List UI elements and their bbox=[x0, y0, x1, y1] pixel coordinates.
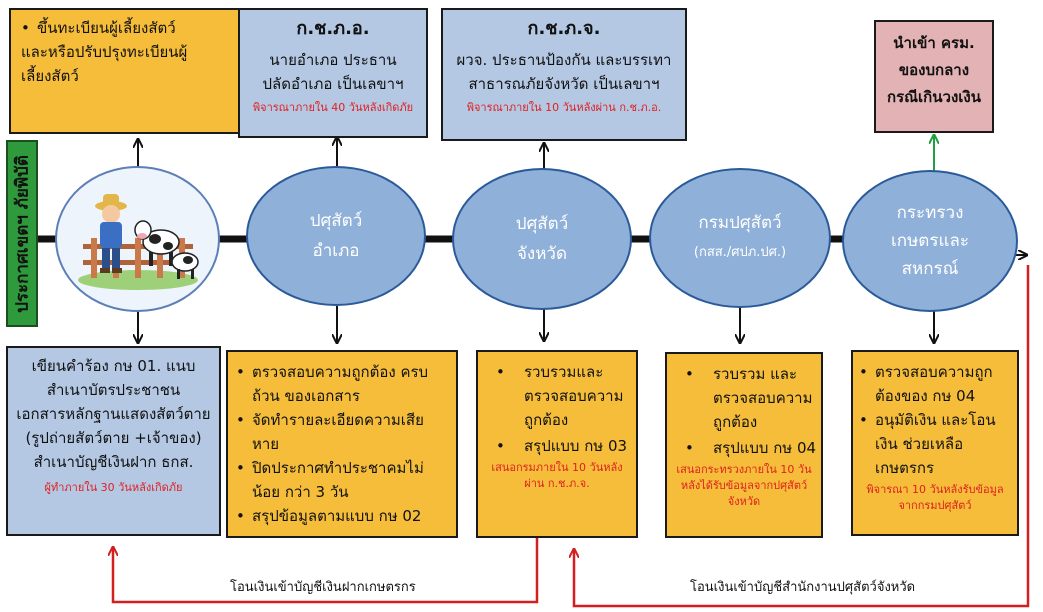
dld-collect-item: รวบรวม และ ตรวจสอบความ ถูกต้อง bbox=[671, 362, 817, 434]
ministry-check-item: ตรวจสอบความถูก ต้องของ กษ 04 bbox=[857, 360, 1013, 408]
dld-collect-note-3: จังหวัด bbox=[727, 495, 761, 508]
ministry-check-note-2: จากกรมปศุสัตว์ bbox=[898, 499, 972, 512]
register-line-1: ขึ้นทะเบียนผู้เลี้ยงสัตว์ bbox=[37, 19, 176, 37]
farmer-register-box: ขึ้นทะเบียนผู้เลี้ยงสัตว์ และหรือปรับปรุ… bbox=[9, 8, 242, 134]
dld-collect-item: สรุปแบบ กษ 04 bbox=[671, 436, 817, 460]
flow-to-province-office bbox=[574, 265, 1030, 608]
province-collect-note-2: ผ่าน ก.ช.ภ.จ. bbox=[524, 477, 590, 490]
province-committee-line-2: สาธารณภัยจังหวัด เป็นเลขาฯ bbox=[468, 75, 660, 93]
district-check-item: ปิดประกาศทำประชาคมไม่น้อย กว่า 3 วัน bbox=[234, 456, 450, 504]
dld-collect-box: รวบรวม และ ตรวจสอบความ ถูกต้อง สรุปแบบ ก… bbox=[665, 352, 823, 538]
district-check-item: จัดทำรายละเอียดความเสียหาย bbox=[234, 408, 450, 456]
province-collect-note-1: เสนอกรมภายใน 10 วันหลัง bbox=[491, 461, 623, 474]
ministry-node: กระทรวง เกษตรและ สหกรณ์ bbox=[842, 170, 1018, 312]
district-check-box: ตรวจสอบความถูกต้อง ครบถ้วน ของเอกสาร จัด… bbox=[226, 350, 458, 538]
district-committee-note: พิจารณาภายใน 40 วันหลังเกิดภัย bbox=[252, 101, 414, 114]
district-committee-title: ก.ช.ภ.อ. bbox=[296, 18, 370, 39]
farmer-node bbox=[55, 166, 220, 312]
ministry-check-box: ตรวจสอบความถูก ต้องของ กษ 04 อนุมัติเงิน… bbox=[851, 350, 1019, 536]
province-committee-note: พิจารณาภายใน 10 วันหลังผ่าน ก.ช.ภ.อ. bbox=[466, 101, 662, 114]
province-committee-line-1: ผวจ. ประธานป้องกัน และบรรเทา bbox=[456, 51, 672, 69]
farmer-transfer-label: โอนเงินเข้าบัญชีเงินฝากเกษตรกร bbox=[230, 580, 416, 595]
farmer-with-cows-icon bbox=[77, 194, 199, 290]
cabinet-line-2: ของบกลาง bbox=[898, 61, 970, 79]
dld-collect-note-2: หลังได้รับข้อมูลจากปศุสัตว์ bbox=[680, 479, 808, 492]
province-collect-item: รวบรวมและ ตรวจสอบความ ถูกต้อง bbox=[482, 360, 632, 432]
district-check-item: ตรวจสอบความถูกต้อง ครบถ้วน ของเอกสาร bbox=[234, 360, 450, 408]
district-check-item: สรุปข้อมูลตามแบบ กษ 02 bbox=[234, 504, 450, 528]
province-collect-box: รวบรวมและ ตรวจสอบความ ถูกต้อง สรุปแบบ กษ… bbox=[476, 350, 638, 538]
ministry-check-note-1: พิจารณา 10 วันหลังรับข้อมูล bbox=[866, 483, 1004, 496]
application-box: เขียนคำร้อง กษ 01. แนบ สำเนาบัตรประชาชน … bbox=[6, 346, 221, 536]
dld-collect-note-1: เสนอกระทรวงภายใน 10 วัน bbox=[676, 463, 812, 476]
district-committee-box: ก.ช.ภ.อ. นายอำเภอ ประธาน ปลัดอำเภอ เป็นเ… bbox=[238, 8, 428, 138]
disaster-declaration-label: ประกาศเขตฯ ภัยพิบัติ bbox=[6, 140, 38, 327]
application-note: ผู้ทำภายใน 30 วันหลังเกิดภัย bbox=[44, 481, 183, 494]
dld-node: กรมปศุสัตว์ (กสส./ศปภ.ปศ.) bbox=[649, 168, 831, 308]
province-transfer-label: โอนเงินเข้าบัญชีสำนักงานปศุสัตว์จังหวัด bbox=[690, 580, 916, 595]
district-committee-line-1: นายอำเภอ ประธาน bbox=[269, 51, 397, 69]
district-committee-line-2: ปลัดอำเภอ เป็นเลขาฯ bbox=[262, 75, 404, 93]
register-line-2: และหรือปรับปรุงทะเบียนผู้ bbox=[21, 43, 188, 61]
cabinet-box: นำเข้า ครม. ของบกลาง กรณีเกินวงเงิน bbox=[874, 20, 994, 133]
cabinet-line-3: กรณีเกินวงเงิน bbox=[887, 88, 981, 106]
province-committee-box: ก.ช.ภ.จ. ผวจ. ประธานป้องกัน และบรรเทา สา… bbox=[441, 8, 687, 141]
province-committee-title: ก.ช.ภ.จ. bbox=[527, 18, 601, 39]
district-livestock-node: ปศุสัตว์ อำเภอ bbox=[246, 166, 426, 306]
ministry-check-item: อนุมัติเงิน และโอนเงิน ช่วยเหลือเกษตรกร bbox=[857, 408, 1013, 480]
province-livestock-node: ปศุสัตว์ จังหวัด bbox=[452, 168, 632, 310]
register-line-3: เลี้ยงสัตว์ bbox=[21, 67, 79, 85]
cabinet-line-1: นำเข้า ครม. bbox=[893, 34, 975, 52]
province-collect-item: สรุปแบบ กษ 03 bbox=[482, 434, 632, 458]
flow-to-farmer-account bbox=[113, 538, 539, 604]
